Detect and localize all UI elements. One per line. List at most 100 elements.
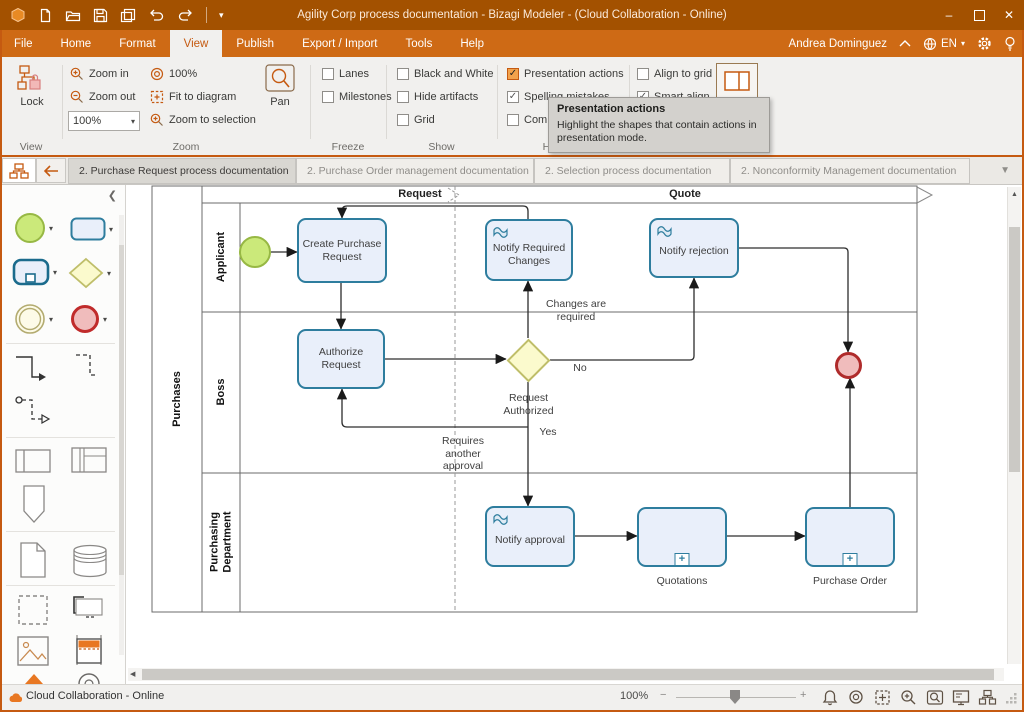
script-task-icon bbox=[493, 513, 508, 526]
zoom-in-button[interactable]: Zoom in bbox=[70, 66, 129, 82]
process-tree-icon bbox=[9, 163, 29, 179]
tab-selection-process[interactable]: 2. Selection process documentation bbox=[534, 158, 730, 184]
subprocess-quotations[interactable]: + bbox=[637, 507, 727, 567]
lightbulb-icon[interactable] bbox=[1004, 36, 1016, 51]
start-event[interactable] bbox=[239, 236, 271, 268]
custom-artifact-shape[interactable] bbox=[72, 631, 106, 669]
sub-process-shape[interactable]: ▾ bbox=[12, 258, 57, 286]
menu-publish[interactable]: Publish bbox=[222, 30, 288, 57]
diagram-view-icon[interactable] bbox=[978, 689, 997, 706]
zoom-out-slider-button[interactable]: − bbox=[660, 689, 666, 701]
open-icon[interactable] bbox=[65, 8, 81, 23]
formats-shape[interactable] bbox=[24, 673, 44, 684]
milestone-shape[interactable] bbox=[20, 483, 50, 525]
presentation-icon[interactable] bbox=[952, 689, 970, 706]
task-shape[interactable]: ▾ bbox=[70, 217, 113, 241]
fit-diagram-icon[interactable] bbox=[874, 689, 891, 706]
horizontal-scroll-thumb[interactable] bbox=[142, 669, 994, 680]
resize-grip[interactable] bbox=[1006, 693, 1018, 705]
canvas-vertical-scrollbar[interactable]: ▲ bbox=[1007, 187, 1021, 664]
gear-icon[interactable] bbox=[977, 36, 992, 51]
end-event-shape[interactable]: ▾ bbox=[70, 304, 107, 334]
data-store-shape[interactable] bbox=[70, 543, 110, 579]
minimize-button[interactable]: – bbox=[934, 0, 964, 30]
scroll-up-arrow[interactable]: ▲ bbox=[1011, 191, 1018, 198]
save-icon[interactable] bbox=[93, 8, 108, 23]
intermediate-event-shape[interactable]: ▾ bbox=[14, 303, 53, 335]
new-file-icon[interactable] bbox=[38, 8, 53, 23]
zoom-to-selection-button[interactable]: Zoom to selection bbox=[150, 112, 256, 128]
tab-nonconformity[interactable]: 2. Nonconformity Management documentatio… bbox=[730, 158, 970, 184]
zoom-100-icon[interactable] bbox=[848, 689, 865, 706]
dashed-flow-tool[interactable] bbox=[72, 351, 106, 383]
zoom-slider-thumb[interactable] bbox=[730, 690, 740, 704]
task-notify-required-changes[interactable]: Notify Required Changes bbox=[485, 219, 573, 281]
zoom-level-combobox[interactable]: 100%▾ bbox=[68, 111, 140, 131]
annotation-shape[interactable] bbox=[70, 593, 108, 627]
undo-icon[interactable] bbox=[148, 8, 165, 22]
presentation-actions-checkbox[interactable]: ✓Presentation actions bbox=[507, 66, 624, 81]
sequence-flow-tool[interactable] bbox=[12, 353, 50, 385]
menu-tools[interactable]: Tools bbox=[392, 30, 447, 57]
task-notify-rejection[interactable]: Notify rejection bbox=[649, 218, 739, 278]
fit-to-diagram-button[interactable]: Fit to diagram bbox=[150, 89, 236, 105]
pan-button[interactable]: Pan bbox=[258, 63, 302, 108]
tab-purchase-order[interactable]: 2. Purchase Order management documentati… bbox=[296, 158, 534, 184]
tab-purchase-request[interactable]: 2. Purchase Request process documentatio… bbox=[68, 158, 296, 184]
menu-file[interactable]: File bbox=[0, 30, 47, 57]
vertical-scroll-thumb[interactable] bbox=[1009, 227, 1020, 472]
diagram-canvas[interactable]: Purchases Applicant Boss Purchasing Depa… bbox=[126, 185, 1024, 684]
subprocess-purchase-order[interactable]: + bbox=[805, 507, 895, 567]
quick-access-caret[interactable]: ▾ bbox=[219, 10, 224, 21]
end-event[interactable] bbox=[835, 352, 862, 379]
message-flow-tool[interactable] bbox=[14, 393, 54, 427]
task-authorize-request[interactable]: Authorize Request bbox=[297, 329, 385, 389]
hide-artifacts-checkbox[interactable]: Hide artifacts bbox=[397, 89, 478, 104]
start-event-shape[interactable]: ▾ bbox=[14, 212, 53, 244]
script-task-icon bbox=[493, 226, 508, 239]
pan-icon[interactable] bbox=[926, 689, 944, 706]
menu-format[interactable]: Format bbox=[105, 30, 169, 57]
lanes-checkbox[interactable]: Lanes bbox=[322, 66, 369, 81]
gateway-shape[interactable]: ▾ bbox=[68, 257, 111, 289]
zoom-100-button[interactable]: 100% bbox=[150, 66, 197, 82]
grid-checkbox[interactable]: Grid bbox=[397, 112, 435, 127]
maximize-button[interactable] bbox=[964, 0, 994, 30]
scroll-left-arrow[interactable]: ◀ bbox=[130, 670, 135, 678]
task-notify-approval[interactable]: Notify approval bbox=[485, 506, 575, 567]
user-name[interactable]: Andrea Dominguez bbox=[789, 38, 887, 50]
close-button[interactable]: ✕ bbox=[994, 0, 1024, 30]
redo-icon[interactable] bbox=[177, 8, 194, 22]
group-shape[interactable] bbox=[16, 593, 50, 627]
collapse-ribbon-chevron[interactable] bbox=[899, 40, 911, 47]
palette-collapse-chevron[interactable]: ❮ bbox=[108, 189, 117, 202]
more-shapes[interactable] bbox=[76, 671, 102, 684]
black-and-white-checkbox[interactable]: Black and White bbox=[397, 66, 493, 81]
zoom-in-slider-button[interactable]: + bbox=[800, 689, 806, 701]
language-selector[interactable]: EN▾ bbox=[923, 37, 965, 51]
image-shape[interactable] bbox=[16, 635, 50, 667]
menu-help[interactable]: Help bbox=[446, 30, 498, 57]
canvas-horizontal-scrollbar[interactable]: ◀ bbox=[128, 668, 1004, 681]
panel-layout-button[interactable] bbox=[716, 63, 758, 99]
milestone-label-quote: Quote bbox=[645, 188, 725, 200]
bell-icon[interactable] bbox=[822, 689, 838, 706]
process-list-button[interactable] bbox=[2, 158, 36, 183]
milestones-checkbox[interactable]: Milestones bbox=[322, 89, 392, 104]
lock-button[interactable]: Lock bbox=[8, 63, 56, 108]
tab-overflow-chevron[interactable]: ▼ bbox=[1000, 165, 1010, 176]
menu-home[interactable]: Home bbox=[47, 30, 106, 57]
align-to-grid-checkbox[interactable]: Align to grid bbox=[637, 66, 712, 81]
pool-shape[interactable] bbox=[14, 447, 52, 475]
zoom-out-button[interactable]: Zoom out bbox=[70, 89, 135, 105]
data-object-shape[interactable] bbox=[18, 541, 48, 579]
menu-view[interactable]: View bbox=[170, 30, 223, 57]
back-button[interactable] bbox=[36, 158, 66, 183]
palette-scrollbar[interactable] bbox=[119, 215, 124, 655]
task-create-purchase-request[interactable]: Create Purchase Request bbox=[297, 218, 387, 283]
group-label-zoom: Zoom bbox=[62, 141, 310, 153]
zoom-in-icon[interactable] bbox=[900, 689, 917, 706]
save-all-icon[interactable] bbox=[120, 8, 136, 23]
lane-matrix-shape[interactable] bbox=[70, 445, 108, 475]
menu-export-import[interactable]: Export / Import bbox=[288, 30, 391, 57]
